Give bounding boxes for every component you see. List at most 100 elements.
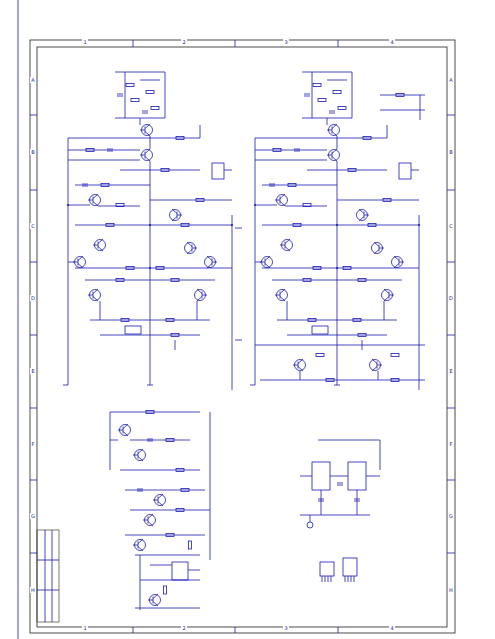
wire	[265, 256, 270, 261]
wire	[30, 553, 37, 554]
wire	[140, 130, 145, 131]
wire	[145, 157, 150, 162]
wire	[304, 94, 310, 95]
wire	[265, 264, 270, 269]
wire	[68, 150, 140, 151]
wire	[202, 295, 207, 296]
wire	[389, 295, 394, 296]
wire	[447, 553, 455, 554]
zone-label: C	[448, 223, 454, 229]
wire	[212, 262, 217, 263]
wire	[137, 489, 143, 490]
resistor-symbol	[106, 224, 114, 227]
wire	[287, 335, 387, 336]
regulator-box	[348, 462, 366, 490]
wire	[98, 206, 140, 207]
wire	[399, 262, 404, 263]
wire	[260, 380, 425, 381]
wire	[148, 522, 153, 527]
wire	[372, 367, 377, 372]
wire	[262, 225, 419, 226]
wire	[224, 170, 232, 171]
resistor-symbol	[146, 411, 154, 414]
zone-label: 4	[389, 625, 394, 631]
wire	[338, 40, 339, 47]
wire	[280, 245, 285, 246]
wire	[255, 150, 327, 151]
wire	[262, 185, 337, 186]
wire	[332, 132, 337, 137]
wire	[280, 194, 285, 199]
wire	[255, 262, 261, 263]
wire	[98, 239, 103, 244]
wire	[88, 200, 93, 201]
resistor-symbol	[189, 541, 192, 549]
wire	[357, 490, 358, 515]
junction-dot	[336, 224, 338, 226]
regulator-box	[172, 562, 188, 580]
wire	[384, 297, 389, 302]
wire	[187, 250, 192, 255]
wire	[135, 608, 200, 609]
relay-symbol	[399, 163, 411, 179]
zone-label: B	[30, 149, 35, 155]
zone-label: B	[448, 149, 453, 155]
resistor-symbol	[171, 334, 179, 337]
resistor-symbol	[181, 224, 189, 227]
junction-dot	[231, 224, 233, 226]
wire	[145, 149, 150, 154]
wire	[300, 515, 370, 516]
wire	[68, 262, 74, 263]
wire	[145, 124, 150, 129]
wire	[138, 547, 143, 552]
wire	[75, 185, 150, 186]
wire	[187, 242, 192, 247]
wire	[327, 80, 347, 81]
wire	[75, 225, 232, 226]
fuse-symbol	[312, 326, 328, 334]
wire	[18, 0, 19, 639]
wire	[30, 408, 37, 409]
resistor-symbol	[308, 319, 316, 322]
wire	[192, 248, 197, 249]
wire	[447, 115, 455, 116]
wire	[93, 202, 98, 207]
wire	[140, 580, 200, 581]
resistor-symbol	[313, 267, 321, 270]
wire	[30, 480, 37, 481]
wire	[285, 247, 290, 252]
connector-symbol	[343, 558, 357, 576]
junction-dot	[336, 267, 338, 269]
zone-label: 2	[181, 625, 186, 631]
wire	[153, 594, 158, 599]
resistor-symbol	[383, 199, 391, 202]
wire	[378, 371, 379, 380]
wire	[387, 125, 388, 138]
wire	[150, 565, 172, 566]
wire	[327, 130, 332, 131]
fuse-symbol	[125, 326, 141, 334]
wire	[150, 161, 151, 385]
wire	[210, 412, 211, 560]
wire	[332, 149, 337, 154]
wire	[93, 245, 98, 246]
wire	[68, 138, 200, 139]
resistor-symbol	[131, 99, 139, 102]
wire	[123, 424, 128, 429]
wire	[140, 118, 141, 125]
inner-frame	[37, 47, 447, 627]
wire	[125, 535, 205, 536]
wire	[110, 440, 118, 441]
wire	[125, 490, 205, 491]
wire	[322, 576, 323, 582]
wire	[110, 412, 200, 413]
junction-dot	[149, 224, 151, 226]
wire	[130, 440, 190, 441]
wire	[280, 297, 285, 302]
wire	[312, 72, 313, 118]
zone-label: 2	[181, 39, 186, 45]
wire	[372, 359, 377, 364]
wire	[115, 72, 165, 118]
resistor-symbol	[333, 91, 341, 94]
wire	[100, 335, 200, 336]
